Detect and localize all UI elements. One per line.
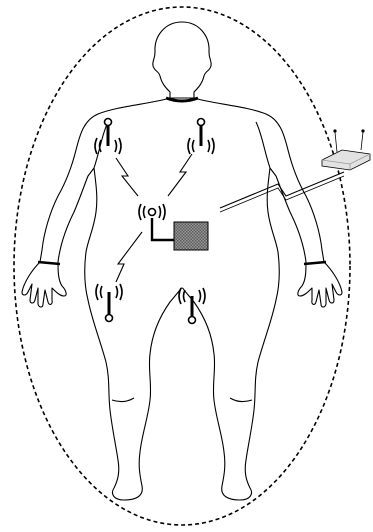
shoulder-sensor-left <box>95 119 121 155</box>
wired-link <box>152 218 174 240</box>
thigh-sensor-right <box>179 288 205 324</box>
body-control-unit <box>174 222 208 250</box>
central-hub-sensor <box>139 204 165 220</box>
thigh-sensor-left <box>96 284 122 322</box>
wireless-link-access-point <box>220 172 344 208</box>
network-boundary <box>14 7 350 525</box>
wireless-access-point <box>322 130 370 170</box>
wireless-link-left-shoulder <box>116 158 138 196</box>
wireless-link-left-thigh <box>116 232 142 282</box>
body-outline <box>22 22 342 500</box>
shoulder-sensor-right <box>188 119 214 155</box>
wireless-link-right-shoulder <box>168 154 192 196</box>
